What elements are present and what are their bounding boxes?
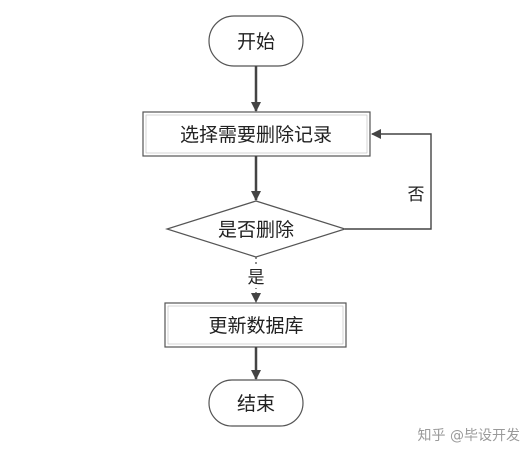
end-node: 结束 xyxy=(208,379,304,427)
decision-node: 是否删除 xyxy=(165,200,347,258)
arrow-no-loop xyxy=(345,129,432,230)
start-label: 开始 xyxy=(237,31,275,53)
update-database-node: 更新数据库 xyxy=(164,302,347,348)
update-database-label: 更新数据库 xyxy=(208,315,303,337)
decision-label: 是否删除 xyxy=(218,219,294,241)
start-node: 开始 xyxy=(208,15,304,67)
watermark: 知乎 @毕设开发 xyxy=(417,428,520,444)
end-label: 结束 xyxy=(237,393,275,415)
yes-label: 是 xyxy=(248,268,265,288)
select-record-node: 选择需要删除记录 xyxy=(142,111,371,157)
no-label: 否 xyxy=(408,185,425,205)
select-record-label: 选择需要删除记录 xyxy=(180,124,332,146)
